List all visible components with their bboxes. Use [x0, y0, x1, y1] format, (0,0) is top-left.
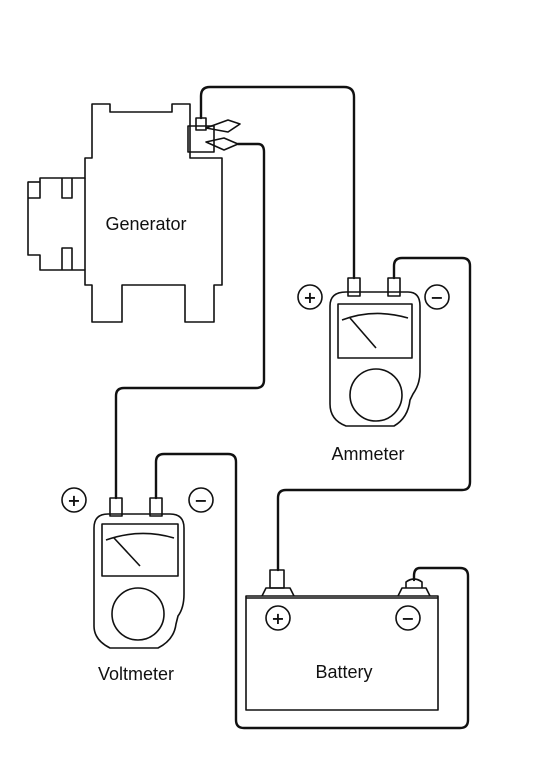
svg-text:+: + — [271, 609, 284, 628]
battery — [245, 569, 439, 711]
svg-text:+: + — [67, 491, 80, 510]
battery-plus-icon: + — [265, 605, 291, 631]
wire-generator-to-ammeter — [199, 85, 356, 280]
svg-text:−: − — [401, 609, 414, 628]
wire-ammeter-to-battery — [276, 256, 472, 572]
ammeter-minus-icon: − — [424, 284, 450, 310]
voltmeter — [93, 497, 185, 649]
svg-text:+: + — [303, 288, 316, 307]
voltmeter-plus-icon: + — [61, 487, 87, 513]
voltmeter-minus-icon: − — [188, 487, 214, 513]
svg-text:−: − — [194, 491, 207, 510]
ammeter — [329, 277, 421, 427]
generator-label: Generator — [105, 214, 186, 234]
wire-generator-to-voltmeter — [114, 142, 266, 500]
ammeter-label: Ammeter — [331, 444, 404, 464]
ammeter-plus-icon: + — [297, 284, 323, 310]
generator — [27, 103, 241, 323]
wire-voltmeter-to-battery — [154, 452, 470, 730]
battery-label: Battery — [315, 662, 372, 682]
battery-minus-icon: − — [395, 605, 421, 631]
voltmeter-label: Voltmeter — [98, 664, 174, 684]
svg-text:−: − — [430, 288, 443, 307]
